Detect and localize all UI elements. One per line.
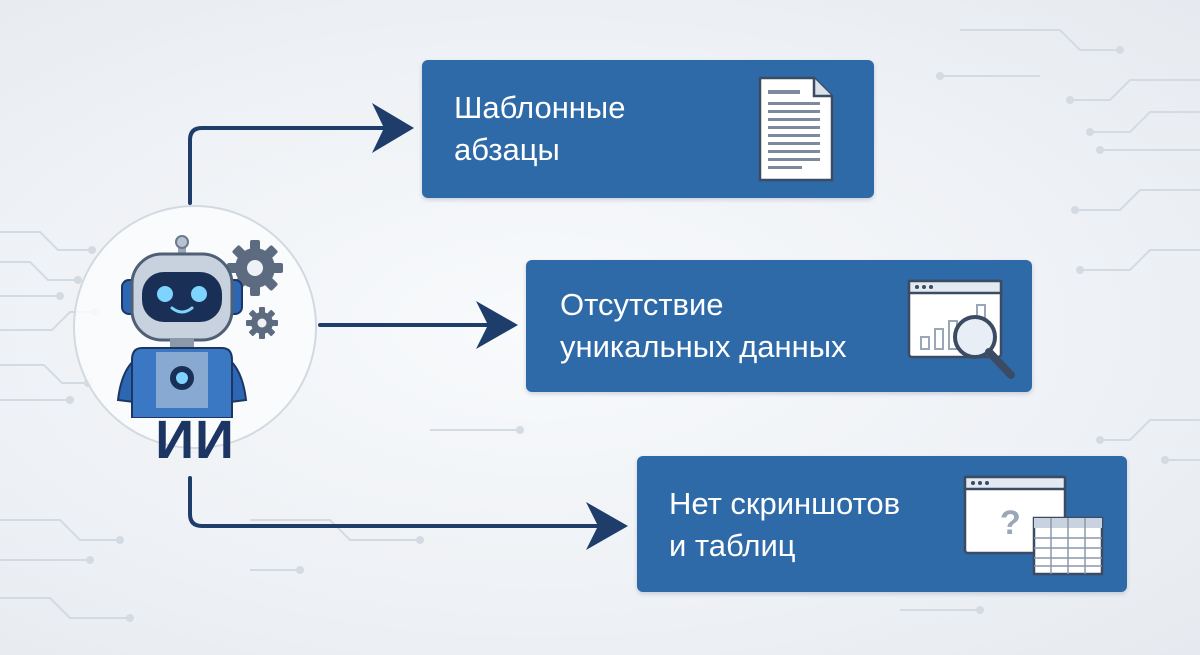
item-card-template-paragraphs: Шаблонные абзацы: [422, 60, 874, 198]
robot-icon: [116, 235, 283, 418]
item-text: Отсутствие уникальных данных: [560, 284, 847, 368]
item-text-line: Шаблонные: [454, 90, 626, 125]
center-label: ИИ: [155, 410, 235, 470]
arrowhead-2: [476, 301, 518, 349]
arrow-to-item-3: [188, 476, 612, 528]
item-text-line: уникальных данных: [560, 329, 847, 364]
document-icon: [758, 76, 834, 182]
svg-text:?: ?: [1000, 504, 1021, 542]
item-text: Шаблонные абзацы: [454, 87, 625, 171]
arrow-to-item-1: [188, 126, 397, 205]
gear-icon: [227, 240, 283, 339]
item-text-line: Отсутствие: [560, 287, 724, 322]
arrowhead-3: [586, 502, 628, 550]
item-text-line: и таблиц: [669, 528, 796, 563]
item-text-line: Нет скриншотов: [669, 486, 901, 521]
chart-search-icon: [907, 279, 1015, 379]
arrowhead-1: [372, 103, 414, 153]
missing-screenshot-table-icon: ?: [963, 475, 1104, 576]
item-text: Нет скриншотов и таблиц: [669, 483, 900, 567]
item-card-no-unique-data: Отсутствие уникальных данных: [526, 260, 1032, 392]
item-card-no-screenshots: Нет скриншотов и таблиц ?: [637, 456, 1127, 592]
item-text-line: абзацы: [454, 132, 560, 167]
